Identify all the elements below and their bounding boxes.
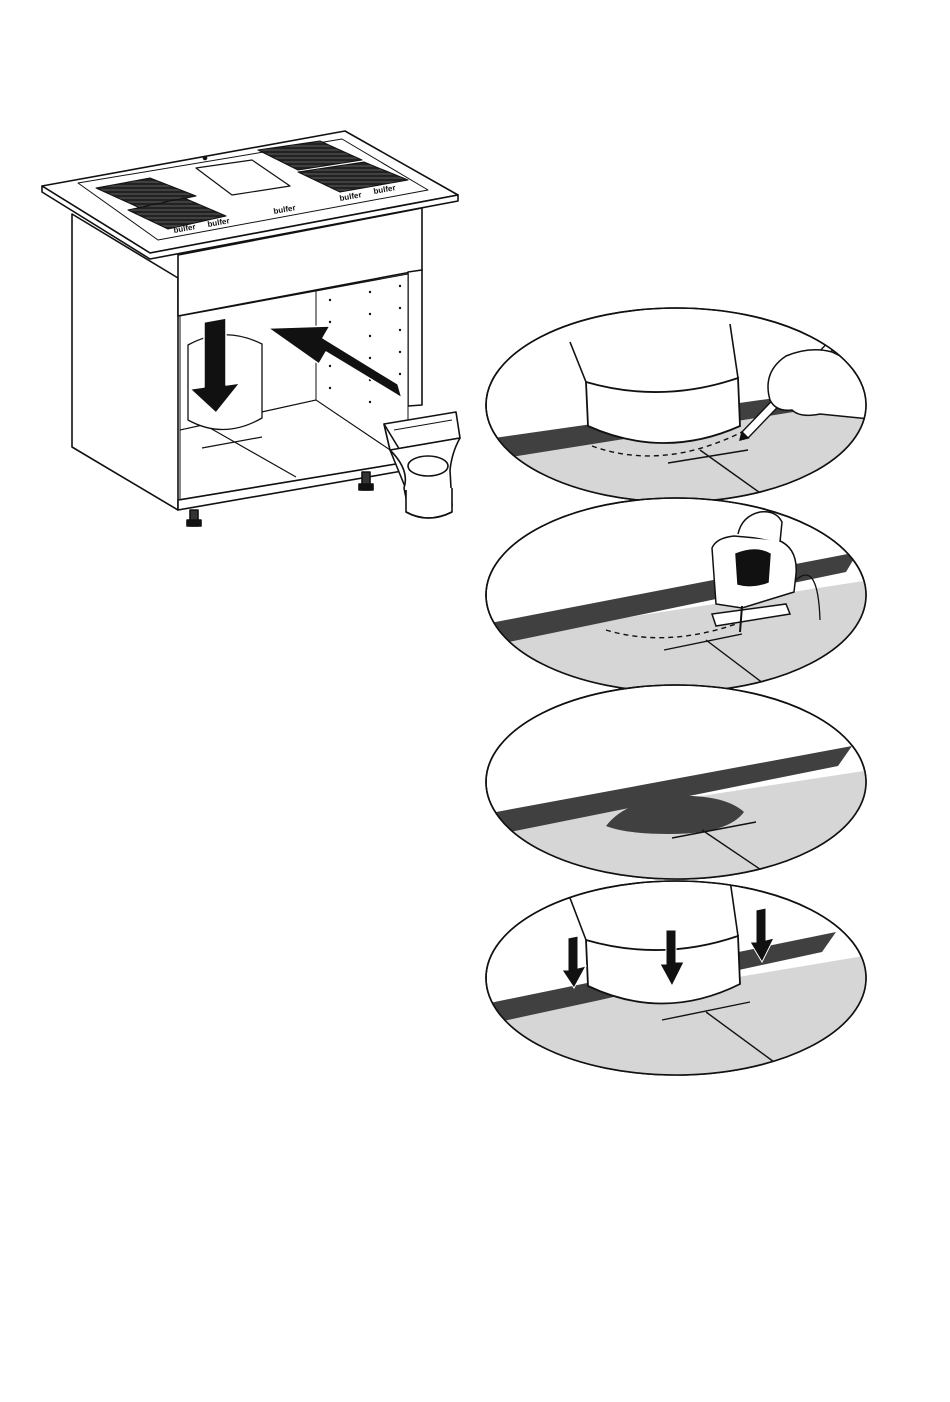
cabinet-side-panel [72,214,178,510]
step-2-cut-outline [480,498,870,710]
kitchen-cabinet: bulfer bulfer bulfer bulfer bulfer [42,131,458,526]
panel-sensor [204,157,207,160]
floor-centre-line [210,428,296,477]
step-4-insert-duct [480,880,870,1090]
duct-adapter [384,412,460,518]
step-1-mark-outline [480,308,904,520]
floor-cross-line [202,437,262,448]
step-3-cutout-done [480,685,870,900]
cabinet-front-stile [408,270,422,406]
